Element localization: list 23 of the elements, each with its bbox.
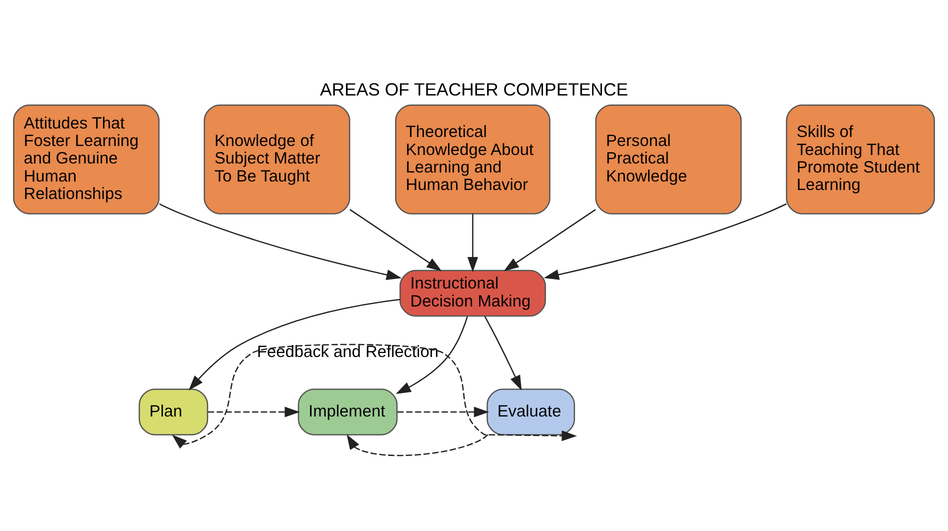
arrow [172,343,577,448]
node-box: Instructional Decision Making [399,269,546,316]
node-box: Plan [138,388,208,435]
node-box: Skills of Teaching That Promote Student Learning [786,104,935,214]
arrow [208,406,300,417]
diagram-title: AREAS OF TEACHER COMPETENCE [320,78,628,99]
node-box: Personal Practical Knowledge [595,104,742,214]
node-box: Implement [298,388,398,435]
node-box: Evaluate [486,388,576,435]
node-box: Knowledge of Subject Matter To Be Taught [204,104,350,214]
arrow [159,202,402,280]
arrow [188,298,400,390]
arrow [346,434,488,456]
node-box: Attitudes That Foster Learning and Genuine Human Relationships [13,104,160,214]
node-box: Theoretical Knowledge About Learning and Human Behavior [395,104,550,214]
arrow [467,213,478,272]
edge-label: Feedback and Reflection [256,342,438,360]
arrow [397,406,490,417]
arrow [504,208,596,271]
arrow [350,208,442,271]
arrow [544,202,787,280]
arrow [484,316,522,390]
arrow [396,316,468,394]
